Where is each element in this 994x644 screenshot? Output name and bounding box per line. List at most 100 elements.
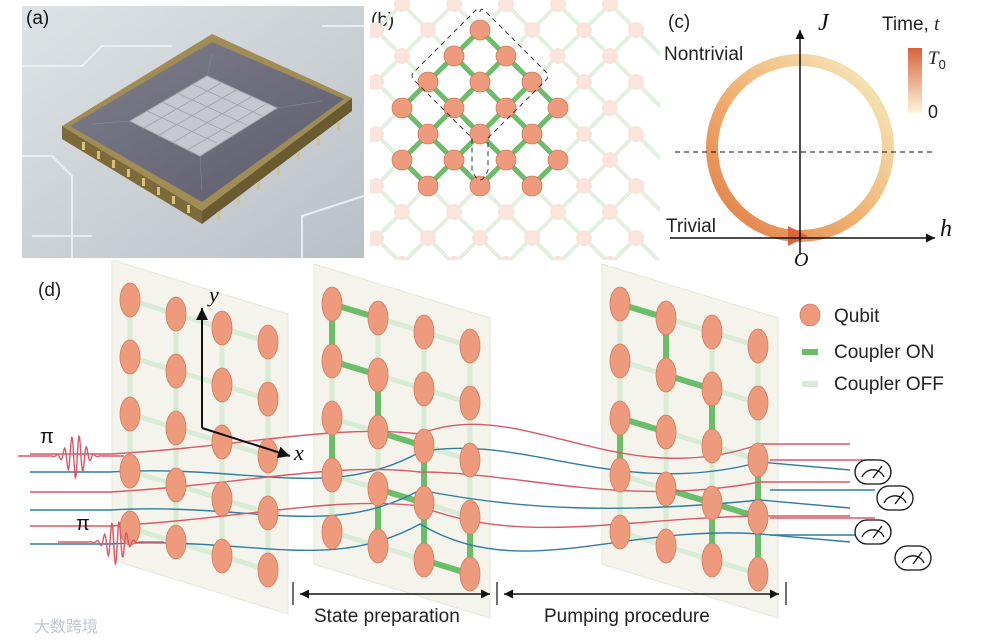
faint-qubit xyxy=(394,204,410,220)
state-prep-label: State preparation xyxy=(314,606,460,627)
qubit xyxy=(747,328,769,364)
active-qubit xyxy=(443,97,465,119)
faint-qubit xyxy=(576,230,592,246)
faint-qubit xyxy=(370,230,384,246)
qubit xyxy=(609,286,631,322)
active-qubit xyxy=(547,97,569,119)
legend-coupler-on-label: Coupler ON xyxy=(834,342,934,363)
active-qubit xyxy=(417,71,439,93)
active-qubit xyxy=(469,71,491,93)
colorbar-max-label: T0 xyxy=(928,48,946,72)
legend: Qubit Coupler ON Coupler OFF xyxy=(799,303,944,395)
qubit xyxy=(655,471,677,507)
qubit xyxy=(747,442,769,478)
measurement-meters xyxy=(854,459,932,571)
watermark-text: 大数跨境 xyxy=(34,617,98,636)
faint-qubit xyxy=(498,204,514,220)
qubit xyxy=(655,357,677,393)
qubit xyxy=(119,396,141,432)
origin-label: O xyxy=(794,249,808,270)
faint-qubit xyxy=(394,0,410,12)
colorbar-title: Time, t xyxy=(882,14,940,35)
active-qubit xyxy=(469,19,491,41)
panel-label-c: (c) xyxy=(668,12,691,33)
qubit xyxy=(257,381,279,417)
pulse-waveform-2 xyxy=(58,520,164,567)
y-axis-label: y xyxy=(207,282,219,307)
meter-frame xyxy=(876,485,914,511)
qubit xyxy=(165,467,187,503)
active-qubit xyxy=(417,175,439,197)
pumping-cycle-diagram: J h O Nontrivial Trivial Time, t T0 0 xyxy=(664,10,952,270)
qubit xyxy=(367,471,389,507)
qubit xyxy=(119,453,141,489)
lattice-boundary xyxy=(411,8,549,181)
qubit xyxy=(165,410,187,446)
active-qubit xyxy=(495,97,517,119)
cycle-arrowhead xyxy=(788,226,808,246)
legend-coupler-off-label: Coupler OFF xyxy=(834,374,944,395)
qubit xyxy=(413,485,435,521)
faint-qubit xyxy=(628,22,644,38)
qubit xyxy=(747,499,769,535)
h-axis-label: h xyxy=(940,216,952,242)
pulse-label-1: π xyxy=(40,426,54,448)
qubit xyxy=(165,296,187,332)
meter-dial xyxy=(861,469,885,478)
x-axis-label: x xyxy=(293,440,304,465)
qubit xyxy=(701,371,723,407)
qubit xyxy=(367,300,389,336)
qubit xyxy=(165,353,187,389)
faint-qubit xyxy=(628,230,644,246)
j-axis-label: J xyxy=(818,10,830,36)
meter-needle xyxy=(894,491,905,505)
faint-qubit xyxy=(576,178,592,194)
faint-qubit xyxy=(551,256,565,260)
chip-photo: (a) xyxy=(22,6,365,258)
faint-qubit xyxy=(628,126,644,142)
faint-qubit xyxy=(370,126,384,142)
qubit xyxy=(321,457,343,493)
qubit xyxy=(747,556,769,592)
panel-label-a: (a) xyxy=(26,8,50,29)
active-qubit xyxy=(391,97,413,119)
qubit xyxy=(367,357,389,393)
qubit xyxy=(119,339,141,375)
faint-qubit xyxy=(370,22,384,38)
microwave-pulses xyxy=(18,434,164,567)
faint-qubit xyxy=(446,0,462,12)
qubit xyxy=(257,438,279,474)
faint-qubit xyxy=(420,230,436,246)
panel-label-d: (d) xyxy=(38,280,62,301)
faint-qubit xyxy=(576,126,592,142)
qubit xyxy=(119,282,141,318)
meter-needle xyxy=(872,465,883,479)
pulse-waveform-1 xyxy=(18,434,124,481)
qubit xyxy=(211,424,233,460)
meter-dial xyxy=(883,495,907,504)
control-line xyxy=(30,468,850,493)
qubit xyxy=(413,371,435,407)
faint-qubit xyxy=(395,256,409,260)
faint-qubit xyxy=(602,152,618,168)
qubit xyxy=(211,310,233,346)
active-qubit xyxy=(469,123,491,145)
x-axis xyxy=(201,427,291,459)
active-lattice xyxy=(391,19,569,197)
faint-qubit xyxy=(524,22,540,38)
faint-qubit xyxy=(370,178,384,194)
trivial-label: Trivial xyxy=(666,216,716,237)
pumping-label: Pumping procedure xyxy=(544,606,710,627)
faint-qubit xyxy=(499,256,513,260)
qubit xyxy=(413,542,435,578)
active-qubit xyxy=(495,149,517,171)
faint-qubit xyxy=(602,204,618,220)
active-qubit xyxy=(417,123,439,145)
qubit xyxy=(747,385,769,421)
faint-qubit xyxy=(603,256,617,260)
qubit xyxy=(609,457,631,493)
background-lattice xyxy=(370,0,660,260)
meter-frame xyxy=(894,545,932,571)
protocol-diagram: y x π π State preparation Pumping proced… xyxy=(18,260,944,636)
faint-qubit xyxy=(498,0,514,12)
